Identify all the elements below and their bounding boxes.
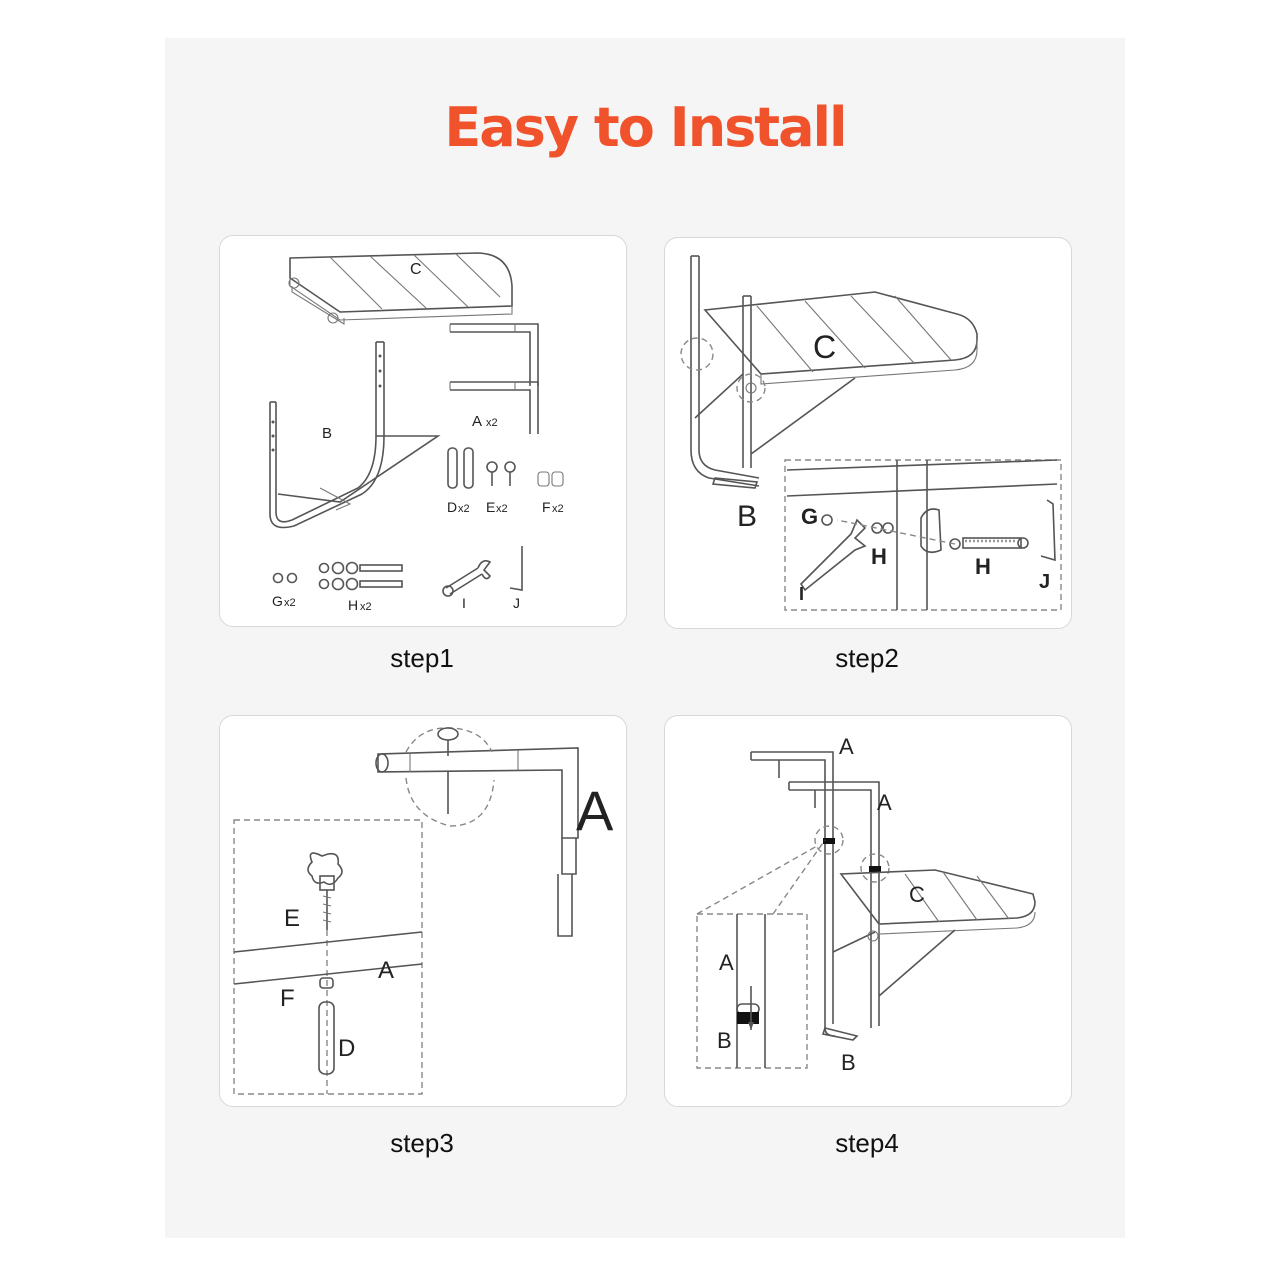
step3-diagram: A E A F D	[219, 715, 627, 1107]
label-i: I	[462, 595, 466, 611]
label-h-bolt: H	[975, 554, 991, 579]
label-e: E	[486, 499, 495, 515]
step4-caption: step4	[835, 1128, 899, 1158]
wrench-part	[442, 560, 492, 597]
label-g: G	[272, 593, 283, 609]
pin-parts	[447, 447, 474, 489]
label-b: B	[737, 500, 757, 533]
label-c: C	[410, 261, 422, 278]
label-h-qty: x2	[360, 601, 372, 613]
label-g: G	[801, 504, 818, 529]
label-a: A	[378, 957, 394, 984]
label-a-lower: A	[877, 790, 892, 815]
inset-label-b: B	[717, 1028, 732, 1053]
knob-assembly-illustration: A E A F D	[233, 727, 614, 1095]
nut-parts	[272, 572, 298, 584]
label-d: D	[447, 499, 457, 515]
label-b: B	[322, 425, 332, 442]
label-h: H	[348, 597, 358, 613]
step2-diagram: C B G H H I J	[664, 237, 1072, 629]
final-assembly-illustration: A A C B A B	[696, 734, 1036, 1075]
tabletop-part	[288, 252, 513, 325]
label-i: I	[799, 584, 804, 604]
label-a-upper: A	[839, 734, 854, 759]
tabletop-assembled	[703, 291, 978, 385]
bracket-assembled	[680, 255, 856, 489]
label-a: A	[472, 413, 482, 430]
label-b: B	[841, 1050, 856, 1075]
label-e-qty: x2	[496, 503, 508, 515]
label-j: J	[513, 595, 520, 611]
label-d-qty: x2	[458, 503, 470, 515]
label-h-nut: H	[871, 544, 887, 569]
arm-parts	[449, 323, 539, 434]
knob-parts	[486, 461, 516, 486]
hex-key-part	[509, 546, 523, 591]
bracket-part	[269, 341, 441, 529]
step1-caption: step1	[390, 643, 454, 673]
label-f-qty: x2	[552, 503, 564, 515]
bolt-parts	[318, 561, 403, 591]
label-c: C	[909, 882, 925, 907]
bracket-assembly-illustration: C B G H H I J	[680, 255, 1062, 611]
label-j: J	[1039, 571, 1050, 593]
label-e: E	[284, 905, 300, 932]
label-d: D	[338, 1035, 355, 1062]
label-c: C	[813, 329, 836, 365]
step4-diagram: A A C B A B	[664, 715, 1072, 1107]
arms-on-rail	[750, 751, 890, 1037]
hardware-inset	[784, 459, 1062, 611]
label-a-qty: x2	[486, 417, 498, 429]
arm-assembled	[375, 727, 579, 937]
step1-diagram: C A x2 B D x2 E x2 F x2 G x2 H x2 I J	[219, 235, 627, 627]
detail-inset	[233, 819, 423, 1095]
label-f: F	[542, 499, 551, 515]
label-a-big: A	[576, 779, 614, 842]
step2-caption: step2	[835, 643, 899, 673]
detail-inset	[696, 839, 826, 1069]
inset-label-a: A	[719, 950, 734, 975]
label-f: F	[280, 985, 295, 1012]
label-g-qty: x2	[284, 597, 296, 609]
table-assembled	[821, 869, 1036, 1041]
page-title: Easy to Install	[444, 96, 847, 159]
spacer-parts	[537, 471, 564, 487]
parts-list-illustration: C A x2 B D x2 E x2 F x2 G x2 H x2 I J	[269, 252, 564, 613]
step3-caption: step3	[390, 1128, 454, 1158]
instruction-sheet: Easy to Install	[165, 38, 1125, 1238]
